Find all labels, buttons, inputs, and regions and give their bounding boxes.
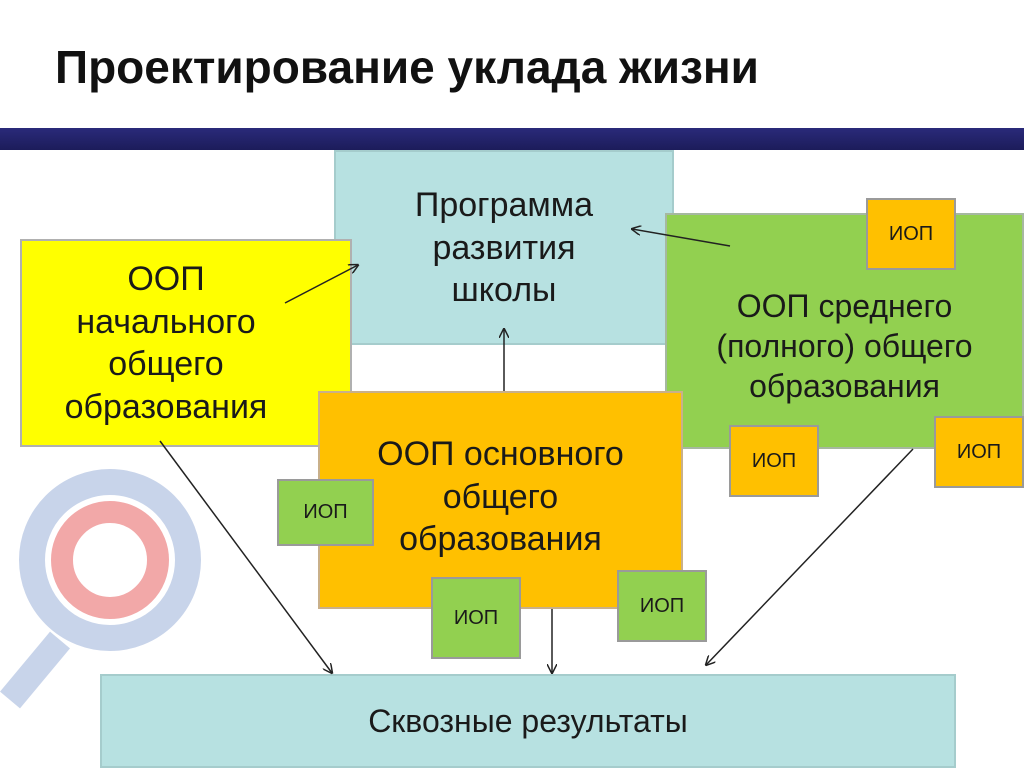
iop-box: ИОП — [277, 479, 374, 546]
primary-education-box: ООП начального общего образования — [20, 239, 352, 447]
iop-label: ИОП — [639, 594, 685, 617]
primary-education-label: ООП начального общего образования — [64, 260, 268, 426]
results-box: Сквозные результаты — [100, 674, 956, 768]
iop-label: ИОП — [956, 440, 1002, 463]
arrow-secondary-to-results — [706, 448, 914, 665]
iop-box: ИОП — [431, 577, 521, 659]
iop-label: ИОП — [453, 606, 499, 629]
title-band — [0, 128, 1024, 150]
secondary-full-education-label: ООП среднего (полного) общего образовани… — [716, 288, 973, 404]
secondary-full-education-box: ООП среднего (полного) общего образовани… — [665, 213, 1024, 449]
iop-label: ИОП — [303, 501, 348, 523]
program-label: Программа развития школы — [414, 186, 594, 309]
iop-box: ИОП — [866, 198, 956, 270]
iop-box: ИОП — [729, 425, 819, 497]
arrow-primary-to-results — [159, 440, 332, 673]
basic-education-label: ООП основного общего образования — [377, 435, 624, 558]
iop-box: ИОП — [617, 570, 707, 642]
iop-label: ИОП — [751, 449, 797, 472]
slide-title: Проектирование уклада жизни — [55, 41, 759, 93]
iop-label: ИОП — [888, 222, 934, 245]
arrow-primary-to-program — [284, 265, 358, 304]
arrow-secondary-to-program — [632, 229, 731, 247]
results-label: Сквозные результаты — [368, 703, 688, 739]
iop-box: ИОП — [934, 416, 1024, 488]
